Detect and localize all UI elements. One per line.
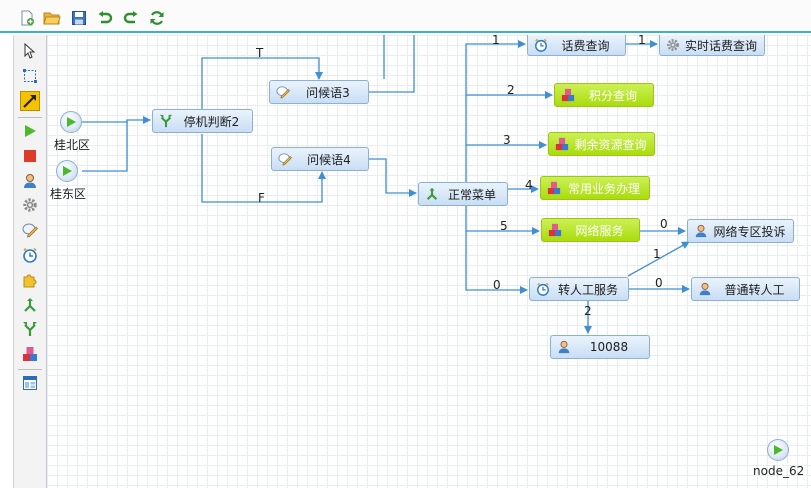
agent-icon: [555, 338, 573, 356]
edge-label: 1: [492, 33, 500, 47]
start-node-icon: [63, 166, 72, 176]
edge-label: F: [258, 191, 265, 205]
start-node-label: node_62: [753, 464, 805, 478]
start-node-icon: [67, 117, 76, 127]
gear-icon[interactable]: [20, 195, 40, 215]
edge-label: 3: [503, 133, 511, 147]
prompt-edit-icon: [274, 83, 292, 101]
clock-icon: [532, 36, 550, 54]
new-file-icon[interactable]: [18, 9, 36, 27]
undo-icon[interactable]: [96, 9, 114, 27]
layout-panel-icon[interactable]: [20, 373, 40, 393]
pointer-tool-icon[interactable]: [20, 41, 40, 61]
start-node[interactable]: [60, 111, 82, 133]
node-10088[interactable]: 10088: [550, 335, 650, 359]
node-label: 普通转人工: [724, 282, 785, 297]
edge-g4-menu: [369, 158, 417, 197]
edge-label: 0: [655, 276, 663, 290]
gear-icon: [664, 36, 682, 54]
node-greeting-3[interactable]: 问候语3: [269, 80, 369, 104]
node-label: 转人工服务: [557, 282, 618, 297]
redo-icon[interactable]: [122, 9, 140, 27]
node-label: 正常菜单: [447, 187, 496, 202]
puzzle-icon[interactable]: [20, 270, 40, 290]
edge-label: 4: [525, 178, 533, 192]
node-points-query[interactable]: 积分查询: [554, 83, 654, 107]
prompt-edit-icon: [276, 150, 294, 168]
node-label: 积分查询: [588, 88, 637, 103]
menu-branch-icon: [423, 185, 441, 203]
node-network-service[interactable]: 网络服务: [541, 218, 640, 242]
edge-stop-g4: [201, 134, 326, 203]
agent-icon: [692, 222, 710, 240]
node-label: 话费查询: [561, 38, 610, 53]
edge-label: 0: [660, 217, 668, 231]
start-node-label: 桂北区: [54, 138, 91, 152]
service-cubes-icon: [559, 86, 577, 104]
start-node[interactable]: [767, 439, 789, 461]
start-node-icon: [774, 445, 783, 455]
edge-stop-g3: [201, 57, 323, 110]
agent-icon: [696, 280, 714, 298]
service-cubes-icon[interactable]: [20, 344, 40, 364]
node-label: 网络专区投诉: [713, 224, 786, 239]
transition-arrow-icon[interactable]: [20, 91, 40, 111]
edge-label: 2: [584, 304, 592, 318]
tool-palette: [13, 35, 47, 488]
refresh-icon[interactable]: [148, 9, 166, 27]
service-cubes-icon: [546, 221, 564, 239]
node-stop-check[interactable]: 停机判断2: [152, 109, 253, 133]
node-label: 问候语3: [306, 85, 350, 100]
start-node-label: 桂东区: [50, 187, 87, 201]
node-network-complaint[interactable]: 网络专区投诉: [687, 219, 794, 243]
open-folder-icon[interactable]: [43, 9, 61, 27]
node-remaining-resources-query[interactable]: 剩余资源查询: [548, 132, 655, 156]
service-cubes-icon: [545, 179, 563, 197]
agent-icon[interactable]: [20, 171, 40, 191]
edge-s1-stop: [82, 116, 151, 124]
edge-label: T: [256, 46, 264, 60]
node-common-business[interactable]: 常用业务办理: [540, 176, 650, 200]
start-node-icon[interactable]: [20, 121, 40, 141]
node-normal-menu[interactable]: 正常菜单: [418, 182, 508, 206]
marquee-select-icon[interactable]: [20, 66, 40, 86]
service-cubes-icon: [553, 135, 571, 153]
toolbar: [0, 0, 811, 33]
edge-menu-fee: [465, 40, 526, 182]
save-icon[interactable]: [70, 9, 88, 27]
decision-fork-icon: [157, 112, 175, 130]
menu-branch-icon[interactable]: [20, 295, 40, 315]
clock-icon[interactable]: [20, 245, 40, 265]
node-label: 问候语4: [307, 152, 351, 167]
node-label: 剩余资源查询: [574, 137, 647, 152]
node-realtime-fee-query[interactable]: 实时话费查询: [659, 35, 765, 56]
edge-man-cmp: [627, 241, 690, 277]
node-label: 网络服务: [575, 223, 624, 238]
prompt-edit-icon[interactable]: [20, 220, 40, 240]
start-node[interactable]: [56, 160, 78, 182]
end-node-icon[interactable]: [20, 146, 40, 166]
node-manual-service[interactable]: 转人工服务: [529, 277, 629, 301]
edge-s2-stop: [82, 121, 128, 172]
decision-fork-icon[interactable]: [20, 319, 40, 339]
edge-label: 5: [500, 219, 508, 233]
node-label: 停机判断2: [183, 114, 240, 129]
edge-label: 1: [638, 33, 646, 47]
node-normal-manual[interactable]: 普通转人工: [691, 277, 800, 301]
flow-canvas[interactable]: [47, 35, 811, 488]
clock-icon: [534, 280, 552, 298]
node-label: 10088: [589, 340, 629, 354]
node-greeting-4[interactable]: 问候语4: [271, 147, 369, 171]
edge-label: 2: [507, 83, 515, 97]
edge-menu-man: [465, 231, 528, 294]
edge-label: 0: [493, 278, 501, 292]
edge-label: 1: [653, 247, 661, 261]
node-label: 实时话费查询: [684, 38, 757, 53]
node-label: 常用业务办理: [567, 181, 640, 196]
node-fee-query[interactable]: 话费查询: [527, 35, 626, 56]
edge-g3-menu: [369, 35, 415, 93]
